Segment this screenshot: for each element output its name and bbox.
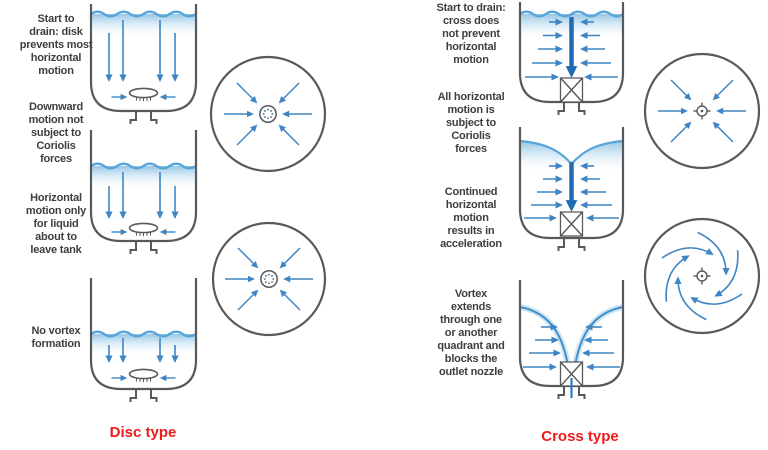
disc-tank-stage2-icon xyxy=(89,130,198,255)
top-view-radial-inflow-icon xyxy=(209,55,327,173)
caption-disc-stage3: Horizontal motion only for liquid about … xyxy=(25,192,87,256)
caption-cross-stage1: Start to drain: cross does not prevent h… xyxy=(436,2,506,66)
perforated-disc-center-icon xyxy=(259,105,277,123)
cross-tank-stage1-icon xyxy=(518,2,625,116)
perforated-disc-center-icon xyxy=(260,270,278,288)
disc-icon xyxy=(112,88,176,101)
cross-vortex-breaker-icon xyxy=(559,211,584,237)
cross-tank-stage3-icon xyxy=(518,280,625,400)
disc-icon xyxy=(112,223,176,236)
caption-disc-stage2: Downward motion not subject to Coriolis … xyxy=(28,101,84,165)
cross-tank-stage2-icon xyxy=(518,127,625,252)
top-view-radial-inflow-icon xyxy=(643,52,761,170)
caption-cross-stage3: Continued horizontal motion results in a… xyxy=(440,186,502,250)
drain-nozzle-icon xyxy=(557,101,586,116)
drain-nozzle-icon xyxy=(129,240,158,255)
drain-nozzle-icon xyxy=(129,388,158,403)
top-view-radial-inflow-icon xyxy=(211,221,327,337)
disc-tank-stage3-icon xyxy=(89,278,198,403)
cross-vortex-breaker-icon xyxy=(559,77,584,103)
caption-cross-stage2: All horizontal motion is subject to Cori… xyxy=(437,91,505,155)
caption-disc-stage4: No vortex formation xyxy=(31,325,81,350)
disc-icon xyxy=(112,369,176,382)
drain-nozzle-icon xyxy=(557,237,586,252)
disc-tank-stage1-icon xyxy=(89,4,198,125)
top-view-swirl-icon xyxy=(643,217,761,335)
drain-nozzle-icon xyxy=(129,110,158,125)
disc-type-title: Disc type xyxy=(109,424,177,441)
cross-type-title: Cross type xyxy=(541,428,619,445)
caption-disc-stage1: Start to drain: disk prevents most horiz… xyxy=(19,13,93,77)
caption-cross-stage4: Vortex extends through one or another qu… xyxy=(437,288,505,378)
